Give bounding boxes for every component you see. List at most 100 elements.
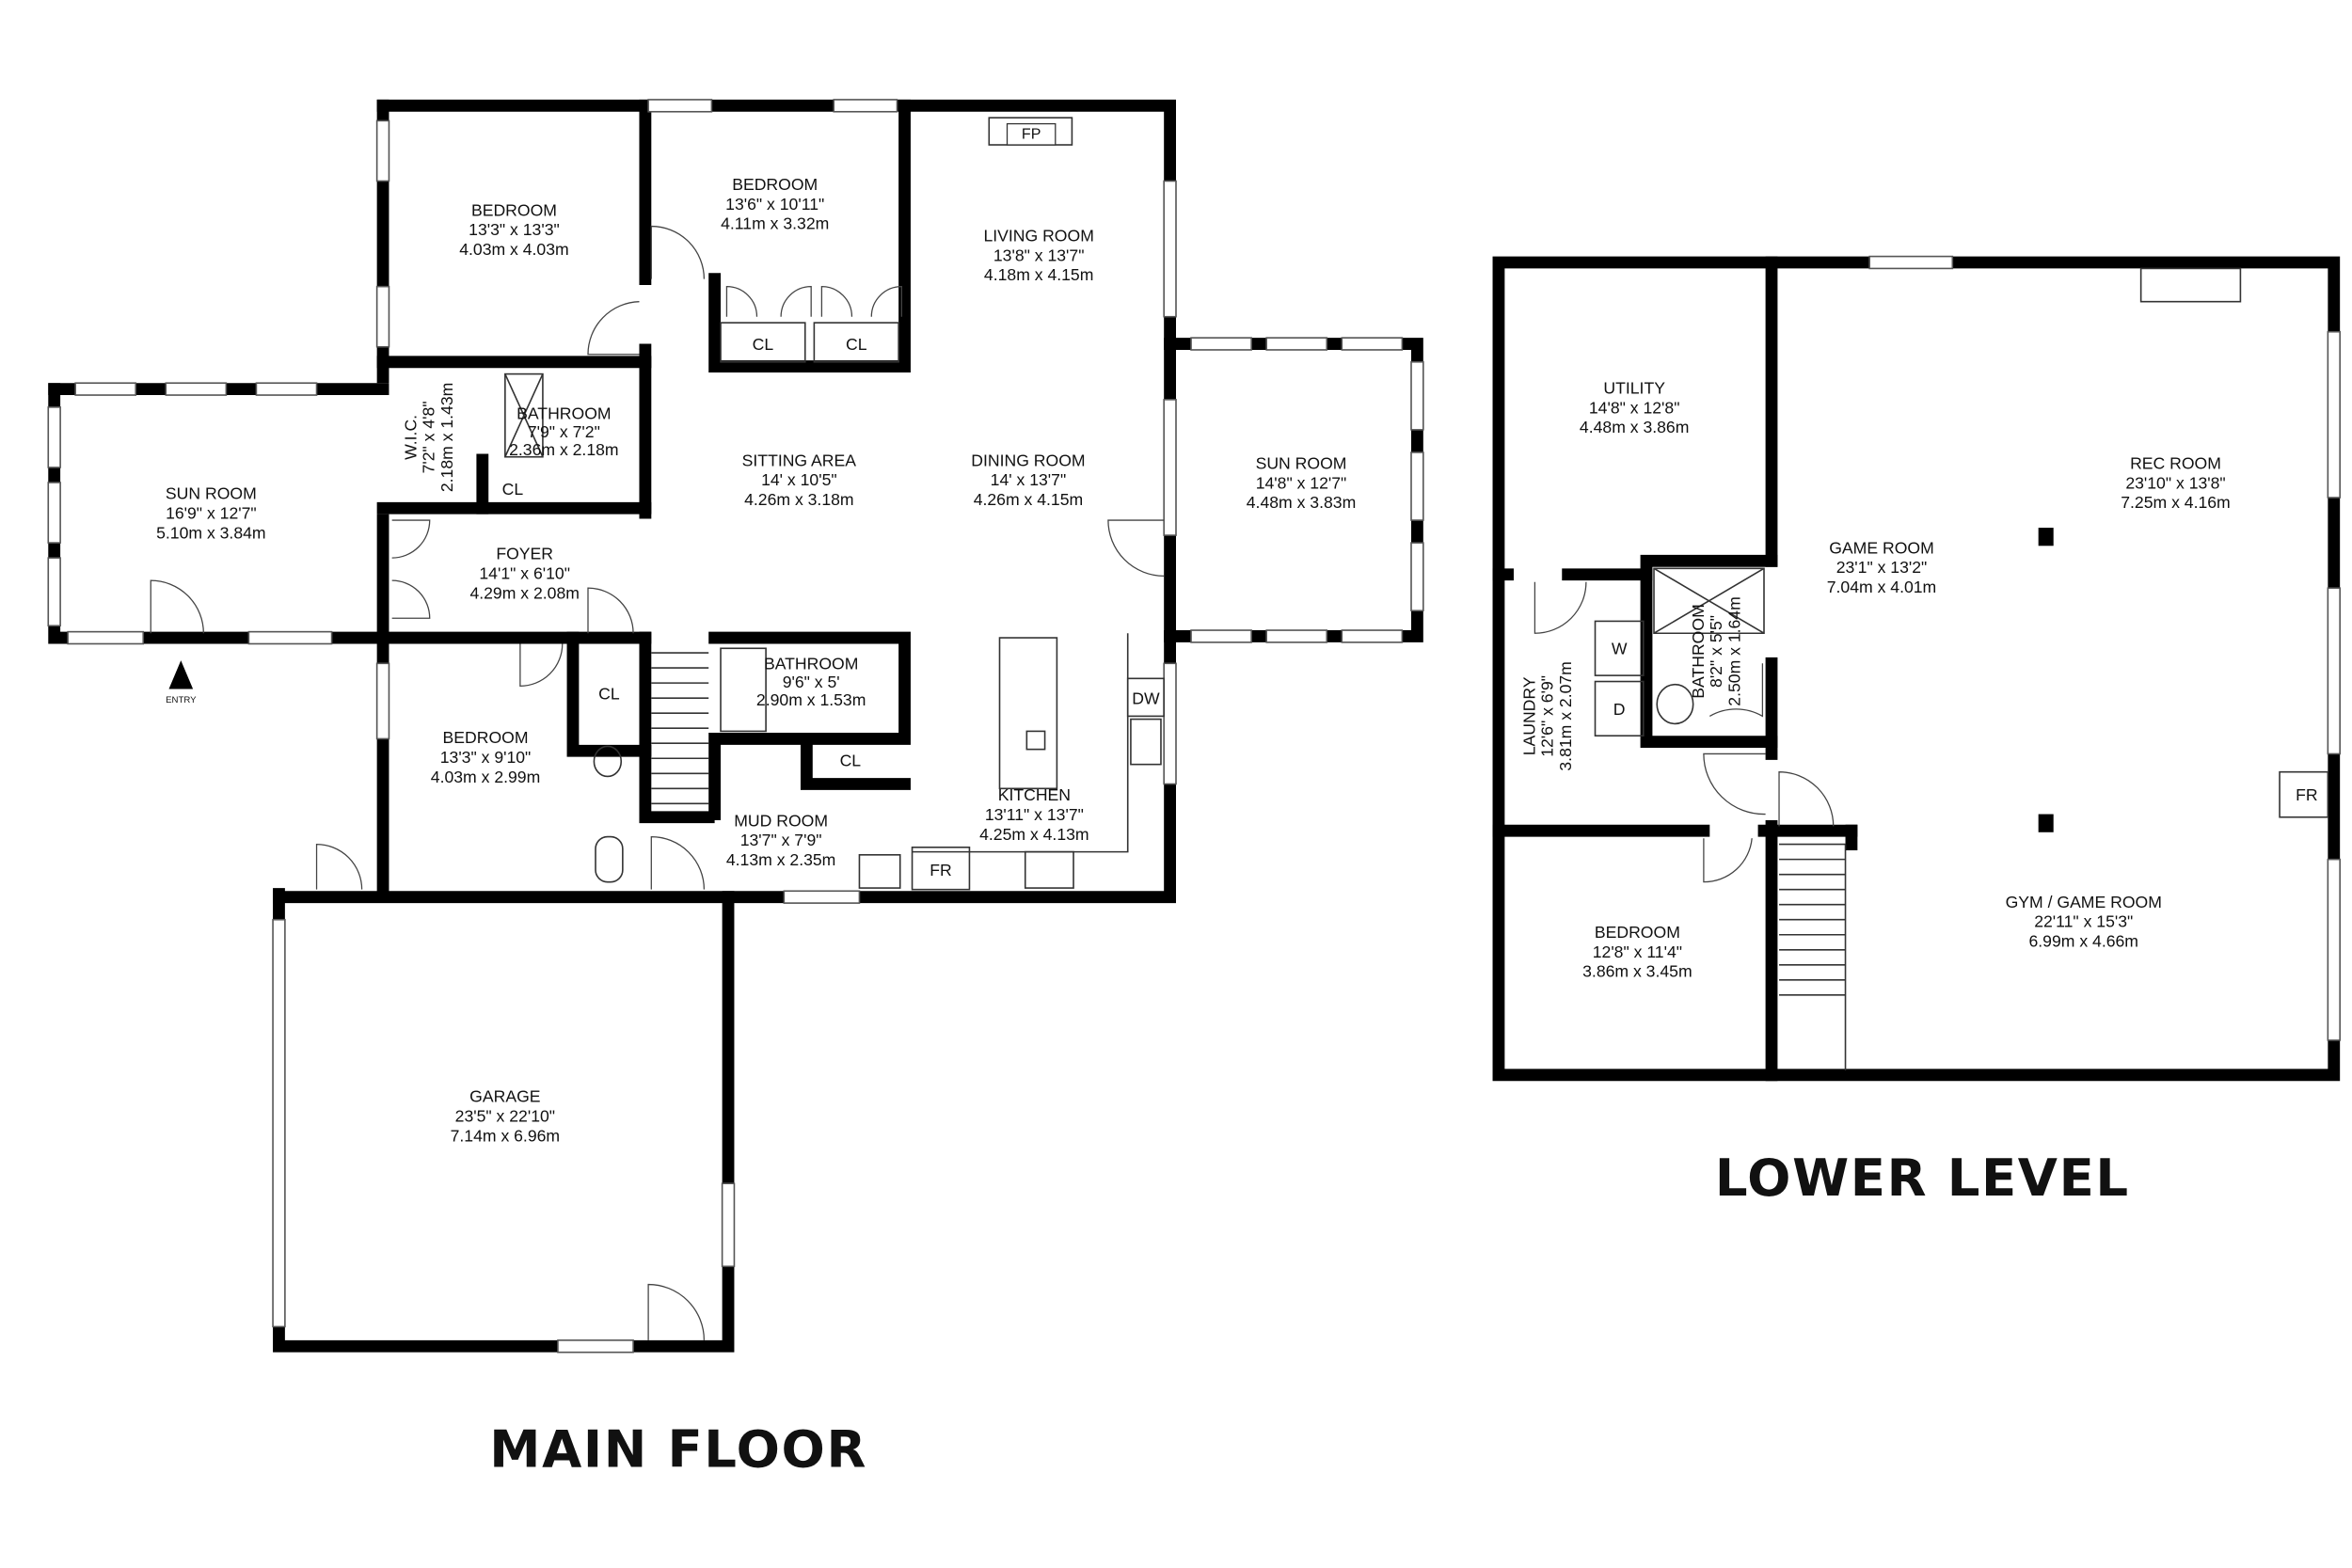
room-label-text: 12'6" x 6'9" <box>1538 675 1557 757</box>
room-label-text: 14'1" x 6'10" <box>479 564 570 583</box>
room-label-text: 2.50m x 1.64m <box>1724 596 1743 705</box>
room-label-text: SITTING AREA <box>742 451 857 469</box>
room-label-text: 4.26m x 4.15m <box>974 490 1083 509</box>
closet-label: CL <box>840 751 862 769</box>
fireplace-label: FP <box>1022 126 1041 143</box>
room-label-text: 13'6" x 10'11" <box>725 195 824 214</box>
room-label-text: W.I.C. <box>401 415 420 460</box>
windows <box>47 99 1424 1354</box>
room-label-text: BATHROOM <box>1689 604 1708 698</box>
room-label-text: KITCHEN <box>998 785 1071 804</box>
room-label-text: 23'5" x 22'10" <box>455 1106 555 1125</box>
room-label-text: 23'1" x 13'2" <box>1836 558 1928 577</box>
room-label-text: BEDROOM <box>443 728 529 747</box>
entry-arrow-icon <box>168 660 194 689</box>
room-label-text: FOYER <box>496 545 553 563</box>
room-label-text: 2.90m x 1.53m <box>756 690 866 709</box>
room-label-text: 3.81m x 2.07m <box>1556 661 1575 770</box>
room-label-text: BEDROOM <box>471 200 557 219</box>
main-stairs <box>651 652 709 805</box>
room-label-text: 14'8" x 12'8" <box>1589 398 1680 417</box>
room-label-text: 16'9" x 12'7" <box>166 503 257 522</box>
room-label-text: 4.11m x 3.32m <box>721 214 829 233</box>
room-label-text: GAME ROOM <box>1829 538 1934 557</box>
room-label-text: 13'7" x 7'9" <box>740 831 822 849</box>
room-label-text: 4.03m x 2.99m <box>431 768 540 786</box>
room-label-text: 7.25m x 4.16m <box>2121 493 2230 512</box>
room-label-text: 3.86m x 3.45m <box>1582 962 1692 981</box>
room-label-text: 13'3" x 13'3" <box>469 220 560 239</box>
room-label-text: 6.99m x 4.66m <box>2029 932 2138 951</box>
room-label-text: BEDROOM <box>1595 923 1680 942</box>
room-label-text: GARAGE <box>469 1087 540 1106</box>
room-label-text: 4.18m x 4.15m <box>984 265 1093 284</box>
room-label-text: 4.48m x 3.86m <box>1580 418 1689 436</box>
room-label-text: DINING ROOM <box>971 451 1085 469</box>
lower-level-title: LOWER LEVEL <box>1715 1148 2130 1208</box>
room-label-text: 4.25m x 4.13m <box>979 825 1089 844</box>
closet-label: CL <box>598 685 620 704</box>
main-floor-title: MAIN FLOOR <box>489 1418 867 1479</box>
room-label-text: 13'11" x 13'7" <box>985 805 1084 824</box>
room-label-text: BATHROOM <box>764 655 858 673</box>
room-label-text: 8'2" x 5'5" <box>1707 615 1725 688</box>
room-label-text: 4.29m x 2.08m <box>469 583 579 602</box>
closet-label: CL <box>753 335 774 354</box>
closet-label: CL <box>846 335 867 354</box>
fridge-label: FR <box>2296 785 2317 804</box>
dryer-label: D <box>1613 700 1626 719</box>
room-label-text: 5.10m x 3.84m <box>156 523 265 542</box>
room-label-text: UTILITY <box>1603 378 1665 397</box>
room-label-text: LIVING ROOM <box>983 227 1093 245</box>
room-label-text: BEDROOM <box>732 175 818 194</box>
room-label-text: 2.18m x 1.43m <box>437 383 456 492</box>
room-label-text: 7'2" x 4'8" <box>420 401 438 473</box>
room-label-text: 4.03m x 4.03m <box>459 240 568 259</box>
room-label-text: 13'8" x 13'7" <box>993 245 1085 264</box>
main-floor-walls <box>48 99 1423 1353</box>
closet-label: CL <box>502 480 524 499</box>
room-label-text: 4.48m x 3.83m <box>1247 493 1356 512</box>
room-label-text: 12'8" x 11'4" <box>1593 942 1682 961</box>
doors <box>150 225 1165 1340</box>
room-label-text: GYM / GAME ROOM <box>2006 893 2162 911</box>
room-wic: W.I.C.7'2" x 4'8"2.18m x 1.43m <box>401 383 455 492</box>
room-label-text: 7.14m x 6.96m <box>451 1126 560 1145</box>
kitchen-fixtures <box>504 117 1162 889</box>
room-label-text: SUN ROOM <box>1256 454 1347 473</box>
room-label-text: 22'11" x 15'3" <box>2034 912 2133 931</box>
room-label-text: 7'9" x 7'2" <box>528 422 600 441</box>
fridge-label: FR <box>930 861 951 879</box>
room-label-text: 23'10" x 13'8" <box>2125 473 2225 492</box>
room-label-text: 2.36m x 2.18m <box>509 440 618 459</box>
room-label-text: LAUNDRY <box>1519 676 1538 755</box>
room-label-text: 4.13m x 2.35m <box>726 850 835 869</box>
room-label-text: BATHROOM <box>516 404 611 423</box>
room-label-text: 13'3" x 9'10" <box>440 748 532 767</box>
room-label-text: REC ROOM <box>2130 454 2221 473</box>
room-label-text: 7.04m x 4.01m <box>1827 578 1936 596</box>
entry-label: ENTRY <box>166 695 197 705</box>
room-label-text: SUN ROOM <box>166 484 257 503</box>
